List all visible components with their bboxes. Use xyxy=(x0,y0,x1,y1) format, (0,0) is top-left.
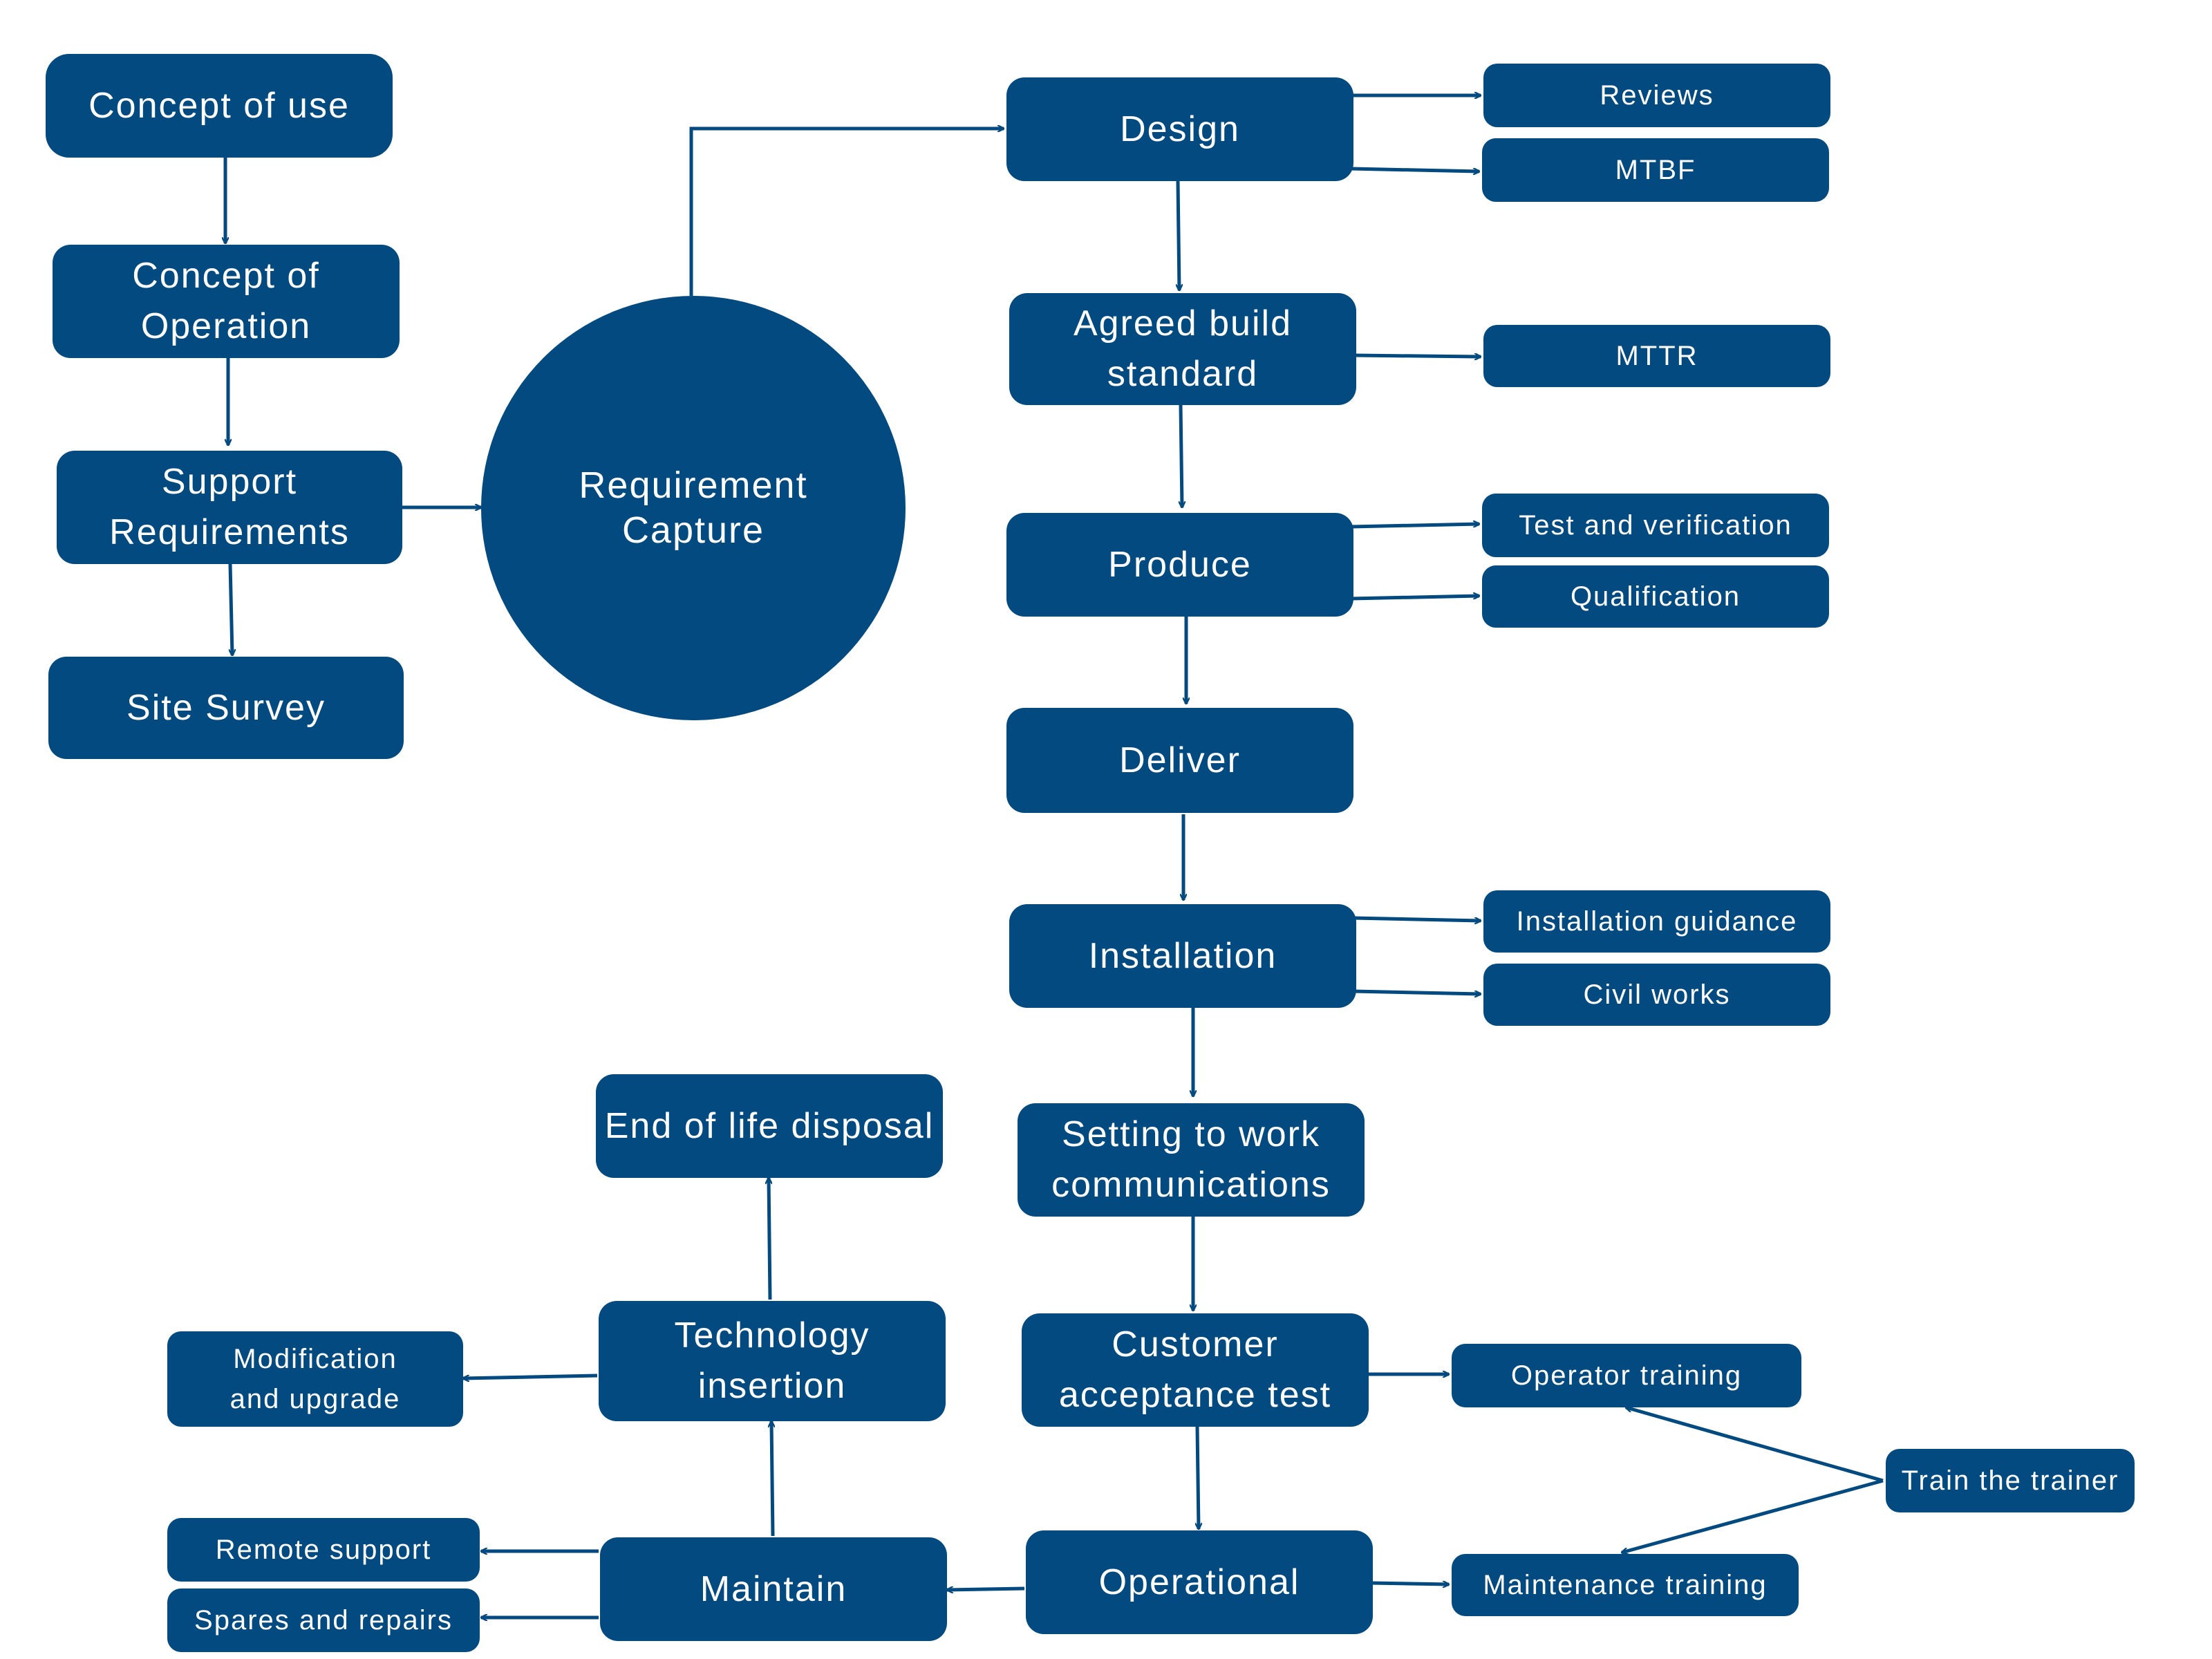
edge-installation-to-installation-guidance xyxy=(1353,916,1481,921)
node-qualification: Qualification xyxy=(1482,565,1829,628)
edge-design-to-mtbf xyxy=(1350,167,1479,171)
node-remote-support: Remote support xyxy=(167,1518,480,1582)
node-produce: Produce xyxy=(1006,513,1353,617)
edge-agreed-build-standard-to-produce xyxy=(1181,404,1182,507)
node-mttr: MTTR xyxy=(1483,325,1830,387)
edge-produce-to-qualification xyxy=(1350,596,1479,601)
node-installation: Installation xyxy=(1009,904,1356,1008)
node-concept-of-use: Concept of use xyxy=(46,54,393,158)
edge-requirement-capture-to-design xyxy=(689,129,1004,296)
node-maintain: Maintain xyxy=(600,1537,947,1641)
edge-operational-to-maintain xyxy=(947,1588,1025,1590)
node-agreed-build-standard: Agreed build standard xyxy=(1009,293,1356,405)
node-train-the-trainer: Train the trainer xyxy=(1886,1449,2135,1512)
node-setting-to-work: Setting to work communications xyxy=(1018,1103,1365,1217)
node-deliver: Deliver xyxy=(1006,708,1353,813)
edge-installation-to-civil-works xyxy=(1353,989,1481,994)
node-end-of-life-disposal: End of life disposal xyxy=(596,1074,943,1178)
edge-train-the-trainer-to-operator-training xyxy=(1626,1407,1884,1483)
node-operator-training: Operator training xyxy=(1452,1344,1801,1407)
node-mtbf: MTBF xyxy=(1482,138,1829,202)
node-support-requirements: Support Requirements xyxy=(57,451,402,564)
edge-produce-to-test-and-verification xyxy=(1350,524,1479,529)
node-civil-works: Civil works xyxy=(1483,964,1830,1026)
node-test-and-verification: Test and verification xyxy=(1482,494,1829,557)
edge-technology-insertion-to-end-of-life-disposal xyxy=(769,1178,770,1300)
edge-maintain-to-technology-insertion xyxy=(771,1421,773,1537)
node-spares-and-repairs: Spares and repairs xyxy=(167,1588,480,1652)
edge-train-the-trainer-to-maintenance-training xyxy=(1622,1479,1884,1553)
node-reviews: Reviews xyxy=(1483,64,1830,127)
node-modification-and-upgrade: Modification and upgrade xyxy=(167,1331,463,1427)
edge-technology-insertion-to-modification-and-upgrade xyxy=(463,1374,598,1378)
node-customer-acceptance-test: Customer acceptance test xyxy=(1022,1313,1369,1427)
node-technology-insertion: Technology insertion xyxy=(599,1301,946,1421)
node-design: Design xyxy=(1006,77,1353,181)
edge-operational-to-maintenance-training xyxy=(1369,1583,1449,1584)
node-requirement-capture: Requirement Capture xyxy=(481,296,906,720)
node-site-survey: Site Survey xyxy=(48,657,404,759)
edge-customer-acceptance-test-to-operational xyxy=(1197,1426,1199,1529)
edge-agreed-build-standard-to-mttr xyxy=(1353,355,1481,357)
node-maintenance-training: Maintenance training xyxy=(1452,1554,1799,1616)
node-installation-guidance: Installation guidance xyxy=(1483,890,1830,953)
node-operational: Operational xyxy=(1026,1530,1373,1634)
edge-design-to-agreed-build-standard xyxy=(1178,180,1179,290)
node-concept-of-operation: Concept of Operation xyxy=(53,245,400,358)
edge-support-requirements-to-site-survey xyxy=(228,563,232,655)
